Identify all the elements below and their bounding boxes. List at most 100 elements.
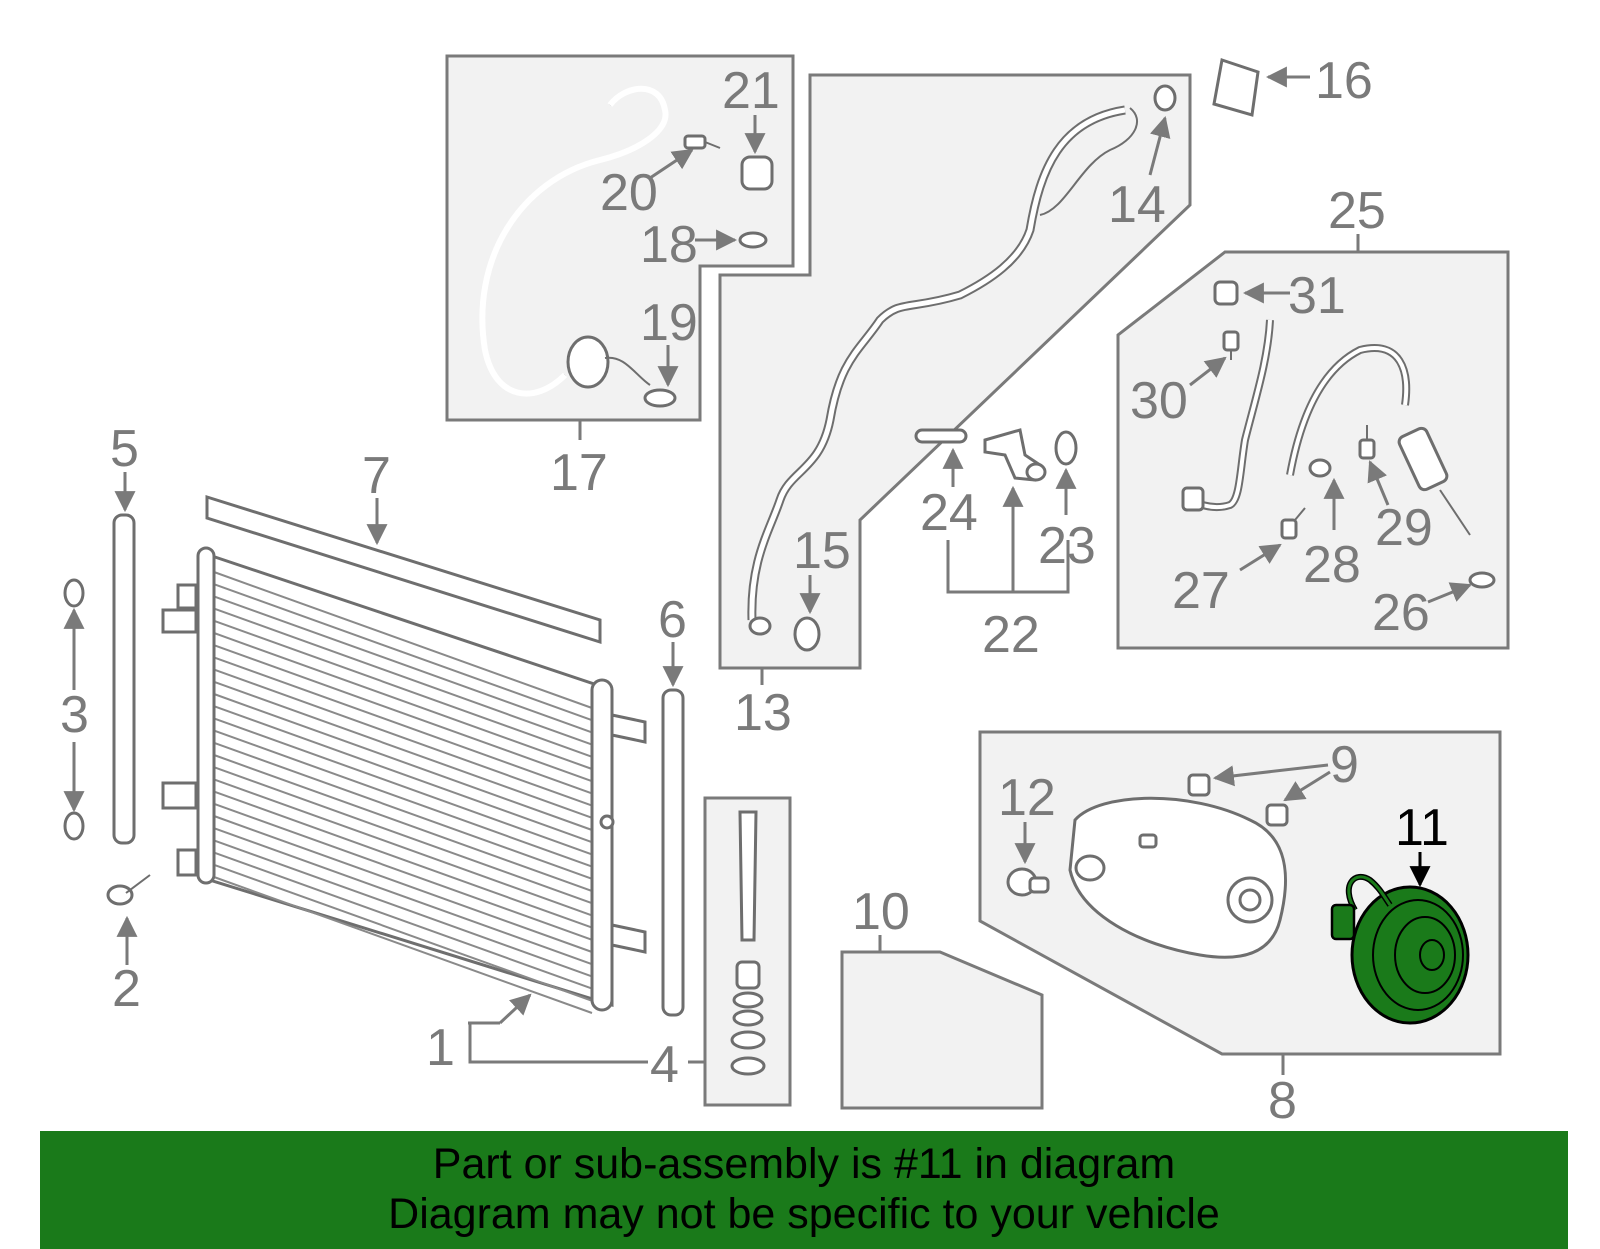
valve-30-part bbox=[1222, 330, 1240, 360]
o-ring-28-part bbox=[1308, 458, 1332, 478]
callout-1: 1 bbox=[426, 1019, 455, 1077]
leader-30 bbox=[1189, 356, 1227, 387]
callout-25: 25 bbox=[1328, 182, 1386, 240]
callout-5: 5 bbox=[110, 420, 139, 478]
o-ring-3-bottom bbox=[63, 811, 85, 841]
condenser-fin bbox=[213, 827, 593, 966]
callout-21: 21 bbox=[722, 62, 780, 120]
condenser-fin bbox=[213, 607, 593, 746]
switch-27-part bbox=[1280, 507, 1306, 540]
condenser-fin bbox=[213, 595, 593, 734]
callout-23: 23 bbox=[1038, 517, 1096, 575]
callout-31: 31 bbox=[1288, 267, 1346, 325]
condenser-fin bbox=[213, 766, 593, 905]
fitting-22-part bbox=[983, 428, 1047, 482]
o-ring-3-top bbox=[63, 578, 85, 608]
cap-31-part bbox=[1213, 280, 1239, 306]
condenser-fin bbox=[213, 583, 593, 722]
condenser-fin bbox=[213, 680, 593, 819]
callout-14: 14 bbox=[1108, 176, 1166, 234]
hose-17-part bbox=[479, 85, 669, 397]
condenser-fin bbox=[213, 717, 593, 856]
callout-22: 22 bbox=[982, 606, 1040, 664]
callout-4: 4 bbox=[650, 1036, 679, 1094]
callout-20: 20 bbox=[600, 164, 658, 222]
callout-15: 15 bbox=[793, 522, 851, 580]
cap-21-part bbox=[740, 155, 774, 191]
callout-8: 8 bbox=[1268, 1072, 1297, 1130]
callout-28: 28 bbox=[1303, 536, 1361, 594]
leader-27 bbox=[1239, 543, 1282, 572]
banner-line-2: Diagram may not be specific to your vehi… bbox=[388, 1190, 1220, 1238]
condenser-fin bbox=[213, 863, 593, 1002]
condenser-fin bbox=[213, 693, 593, 831]
accumulator-outlet bbox=[1439, 489, 1471, 536]
condenser-fin bbox=[213, 632, 593, 770]
callout-30: 30 bbox=[1130, 372, 1188, 430]
condenser-fin bbox=[213, 656, 593, 795]
callout-10: 10 bbox=[852, 883, 910, 941]
side-seal-left-part bbox=[112, 513, 136, 845]
condenser-fin bbox=[213, 741, 593, 880]
group-box-13 bbox=[718, 73, 1192, 670]
line-13-part bbox=[747, 105, 1139, 636]
switch-29-part bbox=[1358, 425, 1376, 460]
cap-9-part bbox=[1187, 773, 1289, 827]
pin-24-part bbox=[914, 428, 968, 444]
group-box-25 bbox=[1116, 250, 1510, 650]
leader-29 bbox=[1367, 460, 1390, 506]
compressor-part bbox=[1068, 796, 1288, 959]
callout-12: 12 bbox=[998, 769, 1056, 827]
leader-9b bbox=[1283, 770, 1331, 802]
callout-29: 29 bbox=[1375, 499, 1433, 557]
callout-26: 26 bbox=[1372, 584, 1430, 642]
group-box-17 bbox=[445, 54, 795, 422]
plug-12-part bbox=[1006, 867, 1050, 897]
accumulator-part bbox=[1397, 426, 1449, 492]
o-ring-19-part bbox=[643, 388, 677, 408]
condenser-part bbox=[161, 546, 647, 1014]
info-banner: Part or sub-assembly is #11 in diagram D… bbox=[40, 1131, 1568, 1249]
callout-7: 7 bbox=[362, 447, 391, 505]
callout-19: 19 bbox=[640, 294, 698, 352]
o-ring-15-part bbox=[793, 616, 821, 652]
callout-24: 24 bbox=[920, 484, 978, 542]
condenser-fin bbox=[213, 705, 593, 844]
condenser-fin bbox=[213, 668, 593, 807]
condenser-fin bbox=[213, 644, 593, 783]
callout-27: 27 bbox=[1172, 562, 1230, 620]
callout-9: 9 bbox=[1330, 736, 1359, 794]
clutch-assembly-11-part bbox=[1330, 873, 1470, 1025]
line-25-part bbox=[1181, 319, 1411, 512]
condenser-fin bbox=[213, 619, 593, 758]
condenser-fin bbox=[213, 729, 593, 868]
leader-26 bbox=[1427, 582, 1472, 604]
bracket-22 bbox=[946, 540, 1070, 594]
leader-20 bbox=[649, 148, 694, 180]
valve-20-part bbox=[683, 134, 721, 150]
condenser-fin bbox=[213, 802, 593, 941]
group-box-10 bbox=[840, 950, 1044, 1110]
side-seal-right-part bbox=[661, 688, 685, 1017]
condenser-fin bbox=[213, 790, 593, 929]
drier-kit-part bbox=[730, 810, 766, 1076]
o-ring-18-part bbox=[738, 231, 768, 249]
seal-strip-part bbox=[205, 494, 602, 645]
bolt-2-part bbox=[106, 874, 151, 906]
leader-9a bbox=[1212, 763, 1329, 787]
condenser-fin bbox=[213, 778, 593, 917]
o-ring-14-part bbox=[1153, 84, 1177, 112]
condenser-fin bbox=[213, 876, 593, 1014]
callout-11: 11 bbox=[1395, 799, 1449, 857]
banner-line-1: Part or sub-assembly is #11 in diagram bbox=[432, 1140, 1176, 1188]
bracket-1-4 bbox=[468, 1023, 648, 1064]
condenser-fins bbox=[213, 571, 593, 1014]
callout-18: 18 bbox=[640, 216, 698, 274]
leader-14 bbox=[1148, 115, 1171, 176]
leader-1 bbox=[498, 993, 532, 1025]
condenser-fin bbox=[213, 851, 593, 990]
o-ring-23-part bbox=[1054, 430, 1078, 466]
condenser-fin bbox=[213, 839, 593, 978]
callout-6: 6 bbox=[658, 591, 687, 649]
